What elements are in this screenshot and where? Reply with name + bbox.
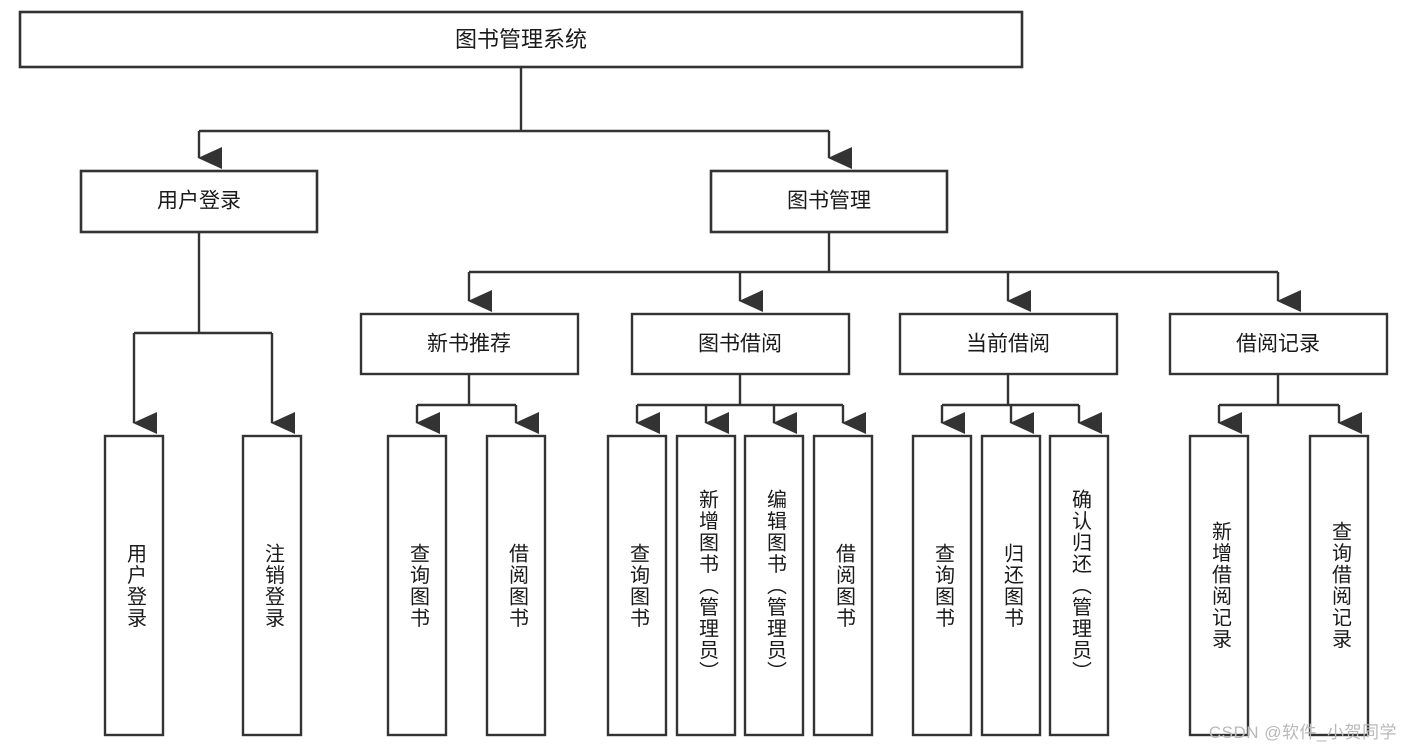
leaf-user-login-box[interactable] (103, 434, 165, 737)
node-root-label: 图书管理系统 (455, 27, 587, 52)
node-book-borrow-box[interactable] (630, 312, 851, 376)
leaf-add-book-box[interactable] (675, 434, 737, 737)
leaf-borrow-book-2-box[interactable] (812, 434, 874, 737)
node-book-mgmt-box[interactable] (709, 169, 949, 234)
leaf-borrow-book-1-box[interactable] (485, 434, 547, 737)
node-book-borrow-label: 图书借阅 (698, 333, 782, 356)
node-current-borrow-box[interactable] (898, 312, 1119, 376)
node-new-book-rec-label: 新书推荐 (427, 333, 511, 356)
node-root-box[interactable] (18, 10, 1024, 69)
csdn-watermark: CSDN @软件_小贺同学 (1208, 723, 1397, 742)
leaf-query-book-1-box[interactable] (386, 434, 448, 737)
leaf-query-book-2-box[interactable] (606, 434, 668, 737)
leaf-confirm-return-box[interactable] (1048, 434, 1110, 737)
leaf-return-book-box[interactable] (980, 434, 1042, 737)
node-borrow-record-box[interactable] (1168, 312, 1389, 376)
node-book-mgmt-label: 图书管理 (787, 190, 871, 213)
leaf-logout-box[interactable] (241, 434, 303, 737)
node-new-book-rec-box[interactable] (359, 312, 580, 376)
node-borrow-record-label: 借阅记录 (1236, 333, 1320, 356)
leaf-query-book-3-box[interactable] (911, 434, 973, 737)
leaf-edit-book-box[interactable] (743, 434, 805, 737)
leaf-add-record-box[interactable] (1188, 434, 1250, 737)
node-current-borrow-label: 当前借阅 (966, 333, 1050, 356)
node-user-login-label: 用户登录 (157, 190, 241, 213)
leaf-query-record-box[interactable] (1308, 434, 1370, 737)
